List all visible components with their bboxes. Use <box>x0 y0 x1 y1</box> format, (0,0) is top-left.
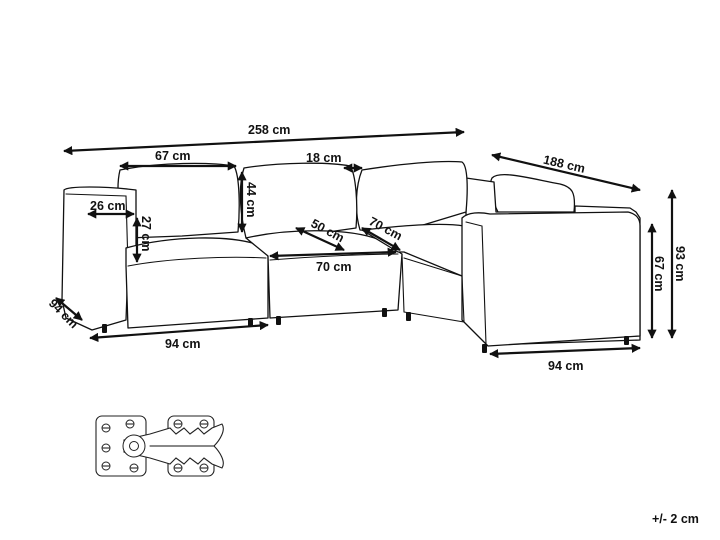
middle-seat-module <box>245 230 403 319</box>
seat-height-label: 67 cm <box>652 256 666 291</box>
leg <box>482 344 487 353</box>
sofa-illustration <box>61 160 641 353</box>
back-cushion-right <box>489 174 576 217</box>
right-armrest <box>461 211 641 347</box>
armrest-width-label: 26 cm <box>90 199 125 213</box>
total-height-label: 93 cm <box>673 246 687 281</box>
cushion-thickness-label: 18 cm <box>306 151 341 165</box>
middle-seat-width-label: 70 cm <box>316 260 351 274</box>
right-width-label: 94 cm <box>548 359 583 373</box>
leg <box>276 316 281 325</box>
leg <box>382 308 387 317</box>
leg <box>102 324 107 333</box>
cushion-width-label: 67 cm <box>155 149 190 163</box>
dimension-arrows <box>55 127 677 359</box>
armrest-height-label: 27 cm <box>139 216 153 251</box>
sofa-connector-bracket-icon <box>95 415 224 477</box>
left-width-label: 94 cm <box>165 337 200 351</box>
tolerance-note: +/- 2 cm <box>652 512 699 526</box>
leg <box>406 312 411 321</box>
total-width-label: 258 cm <box>248 123 290 137</box>
leg <box>624 336 629 345</box>
cushion-height-label: 44 cm <box>244 182 258 217</box>
